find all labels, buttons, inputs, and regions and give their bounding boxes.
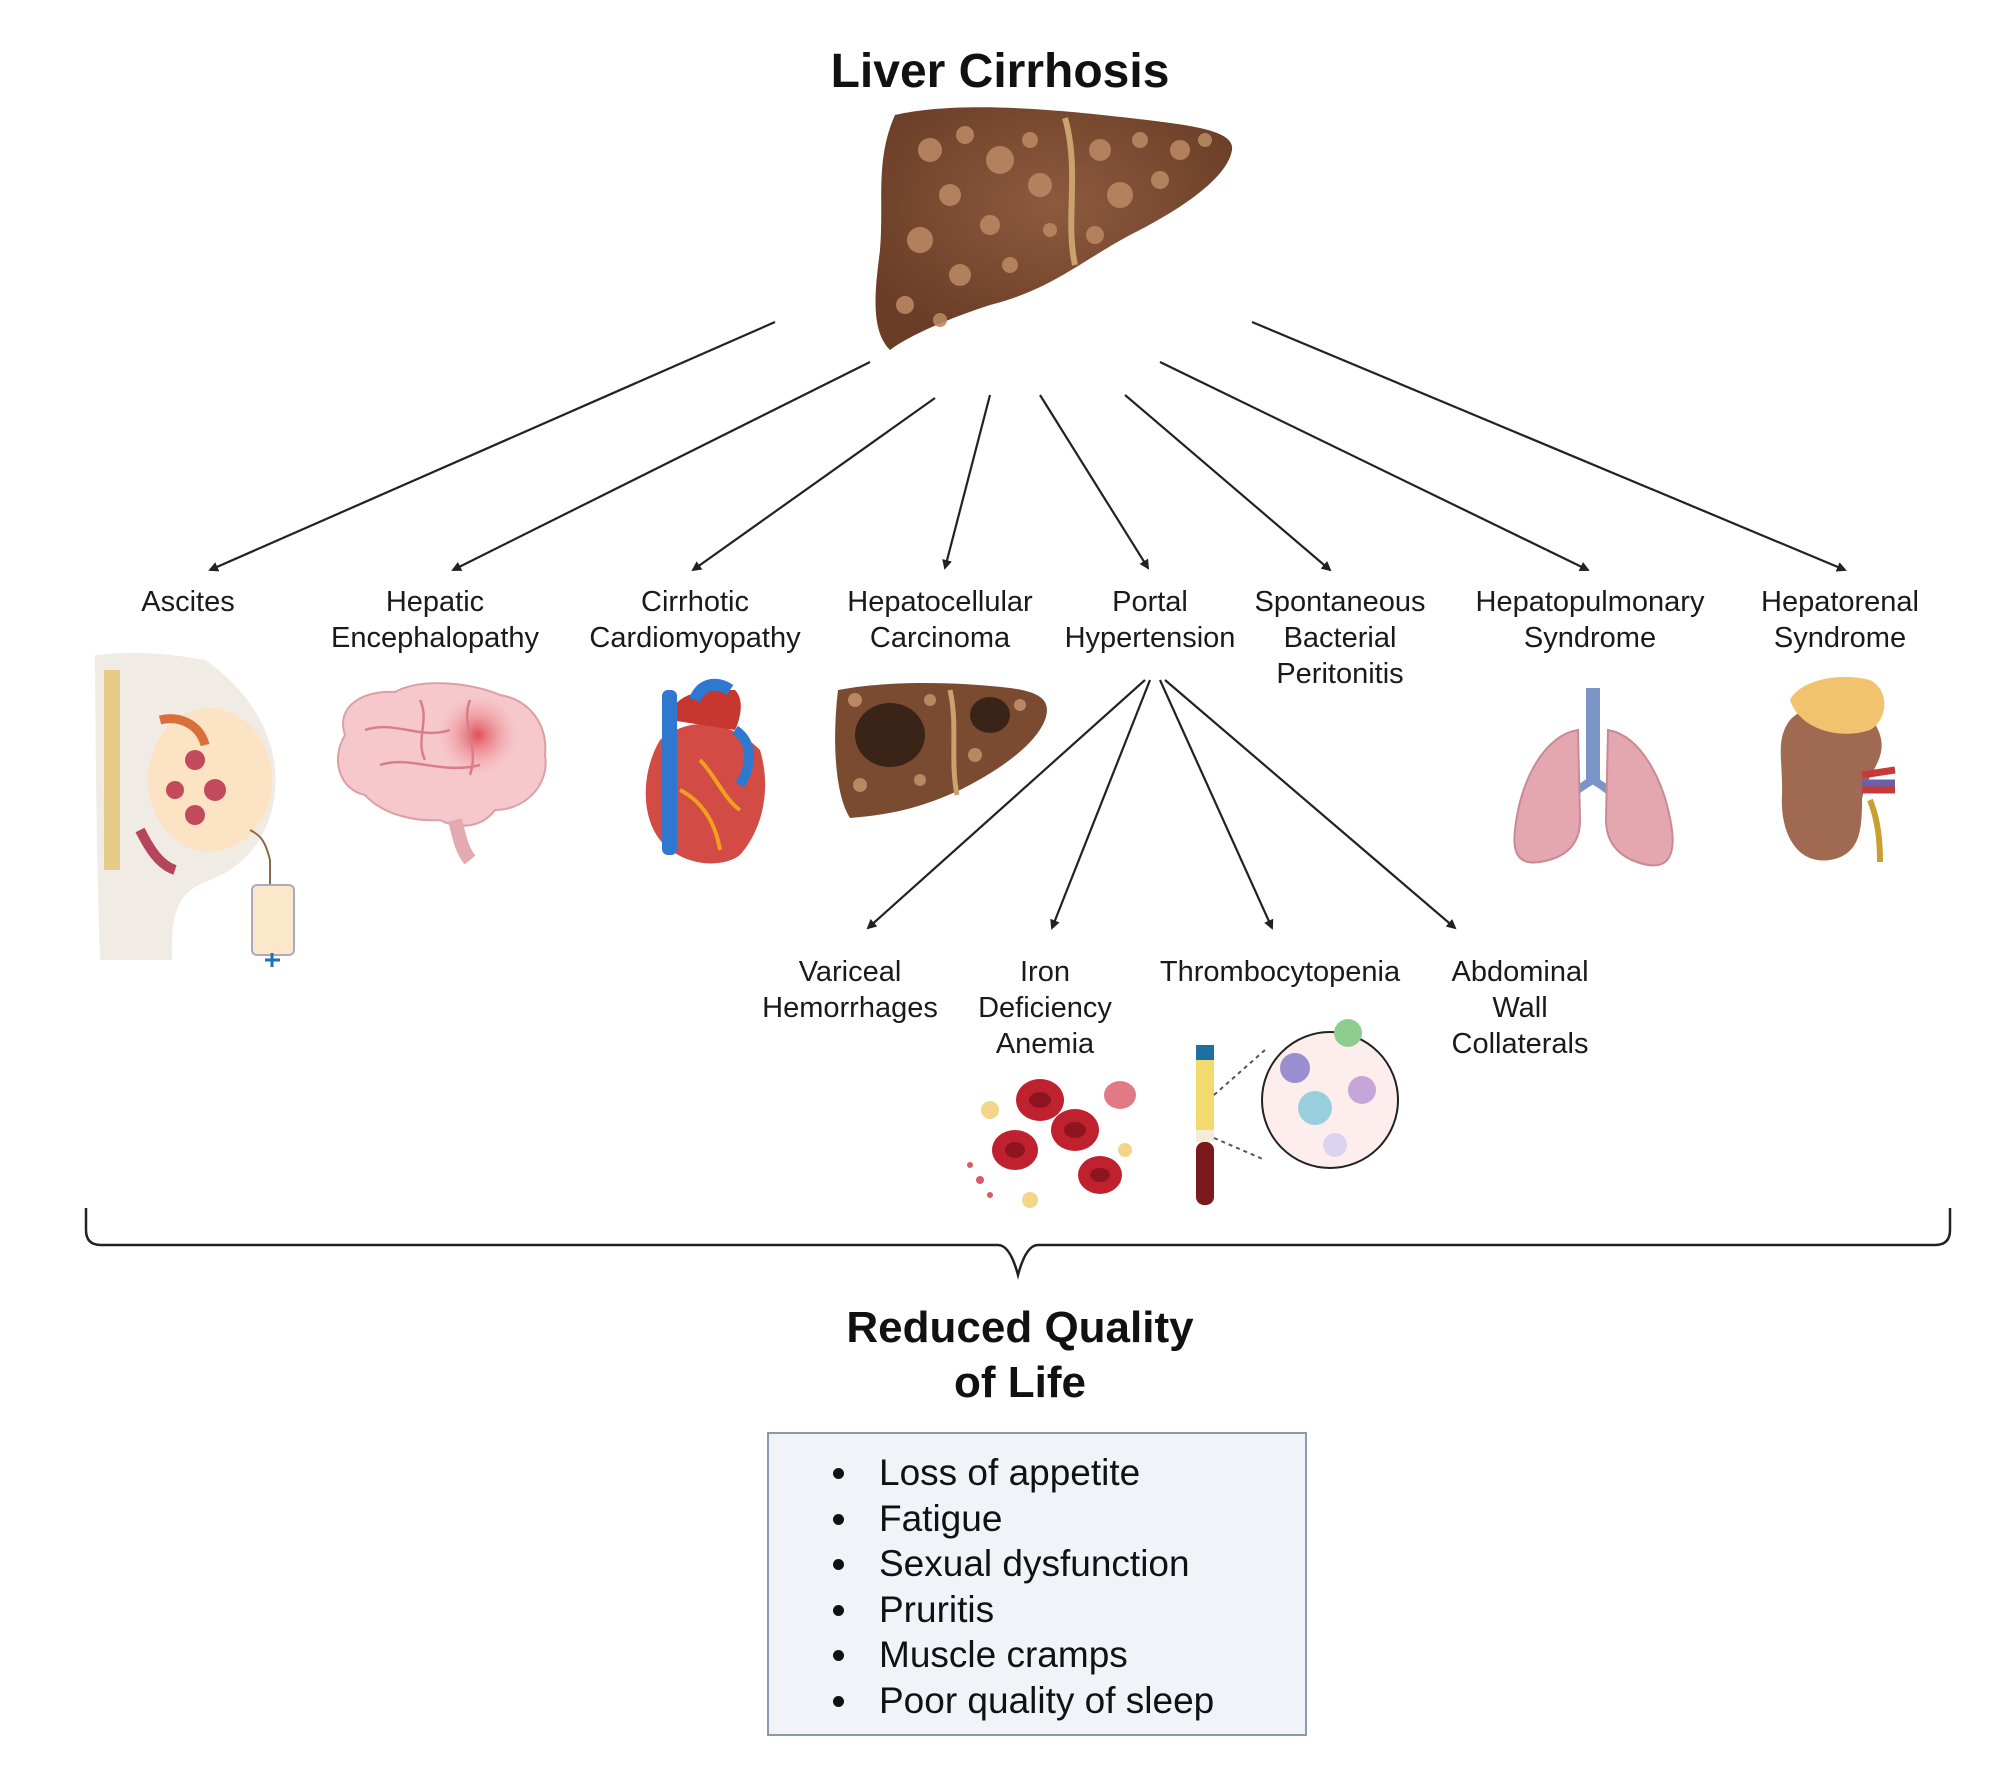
variceal-hemorrhages-label-line: Hemorrhages bbox=[762, 992, 938, 1024]
abdominal-wall-collaterals-label-line: Wall bbox=[1492, 992, 1548, 1024]
connector-arrow bbox=[1039, 394, 1150, 570]
connector-arrow bbox=[691, 397, 936, 572]
label-ascites: Ascites bbox=[103, 584, 273, 620]
ascites-illustration bbox=[95, 652, 295, 967]
spontaneous-bacterial-peritonitis-label-line: Bacterial bbox=[1283, 622, 1397, 654]
list-item: Sexual dysfunction bbox=[833, 1541, 1305, 1587]
iron-deficiency-anemia-label-line: Anemia bbox=[995, 1028, 1095, 1060]
quality-of-life-box: Loss of appetite Fatigue Sexual dysfunct… bbox=[767, 1432, 1307, 1736]
quality-of-life-list: Loss of appetite Fatigue Sexual dysfunct… bbox=[769, 1434, 1305, 1723]
abdominal-wall-collaterals-label-line: Abdominal bbox=[1451, 956, 1589, 988]
hepatorenal-syndrome-label-line: Hepatorenal bbox=[1761, 586, 1919, 618]
label-thrombocytopenia: Thrombocytopenia bbox=[1140, 954, 1420, 990]
connector-arrow bbox=[1251, 320, 1847, 572]
hepatocellular-carcinoma-liver-illustration bbox=[835, 683, 1047, 818]
red-blood-cells-illustration bbox=[967, 1079, 1136, 1208]
cirrhotic-cardiomyopathy-label-line: Cardiomyopathy bbox=[589, 622, 801, 654]
connector-arrow bbox=[208, 320, 776, 572]
ascites-label-line: Ascites bbox=[141, 586, 235, 618]
list-item: Fatigue bbox=[833, 1496, 1305, 1542]
connector-arrow bbox=[1159, 361, 1590, 572]
hepatic-encephalopathy-label-line: Hepatic bbox=[385, 586, 485, 618]
cirrhotic-cardiomyopathy-label-line: Cirrhotic bbox=[641, 586, 749, 618]
outcome-bracket bbox=[84, 1208, 1952, 1280]
portal-hypertension-label-line: Portal bbox=[1112, 586, 1188, 618]
connector-arrow bbox=[1124, 394, 1332, 572]
connector-arrow bbox=[1050, 679, 1152, 930]
portal-hypertension-label-line: Hypertension bbox=[1064, 622, 1236, 654]
thrombocytopenia-label-line: Thrombocytopenia bbox=[1159, 956, 1401, 988]
hepatic-encephalopathy-label-line: Encephalopathy bbox=[331, 622, 539, 654]
connector-arrow bbox=[451, 361, 871, 571]
hepatopulmonary-syndrome-label-line: Syndrome bbox=[1523, 622, 1657, 654]
connector-arrow bbox=[866, 679, 1146, 930]
cirrhotic-liver-illustration bbox=[875, 107, 1233, 350]
brain-illustration bbox=[336, 682, 547, 865]
lungs-illustration bbox=[1513, 688, 1674, 867]
variceal-hemorrhages-label-line: Variceal bbox=[798, 956, 902, 988]
main-title: Liver Cirrhosis bbox=[830, 45, 1170, 98]
connector-arrow bbox=[942, 394, 992, 570]
list-item: Pruritis bbox=[833, 1587, 1305, 1633]
kidney-illustration bbox=[1780, 676, 1896, 863]
iron-deficiency-anemia-label-line: Iron bbox=[1020, 956, 1070, 988]
outcome-title-line-2: of Life bbox=[954, 1358, 1086, 1407]
list-item: Poor quality of sleep bbox=[833, 1678, 1305, 1724]
arrows-layer bbox=[208, 320, 1847, 930]
list-item: Loss of appetite bbox=[833, 1450, 1305, 1496]
heart-illustration bbox=[645, 678, 766, 864]
hepatopulmonary-syndrome-label-line: Hepatopulmonary bbox=[1475, 586, 1705, 618]
connector-arrow bbox=[1164, 679, 1457, 930]
hepatocellular-carcinoma-label-line: Carcinoma bbox=[869, 622, 1011, 654]
outcome-title: Reduced Quality of Life bbox=[780, 1300, 1260, 1410]
iron-deficiency-anemia-label-line: Deficiency bbox=[978, 992, 1112, 1024]
hepatocellular-carcinoma-label-line: Hepatocellular bbox=[847, 586, 1033, 618]
spontaneous-bacterial-peritonitis-label-line: Peritonitis bbox=[1276, 658, 1404, 690]
outcome-title-line-1: Reduced Quality bbox=[846, 1303, 1194, 1352]
abdominal-wall-collaterals-label-line: Collaterals bbox=[1451, 1028, 1589, 1060]
blood-tube-illustration bbox=[1196, 1019, 1399, 1205]
hepatorenal-syndrome-label-line: Syndrome bbox=[1773, 622, 1907, 654]
connector-arrow bbox=[1158, 679, 1274, 930]
spontaneous-bacterial-peritonitis-label-line: Spontaneous bbox=[1254, 586, 1426, 618]
list-item: Muscle cramps bbox=[833, 1632, 1305, 1678]
